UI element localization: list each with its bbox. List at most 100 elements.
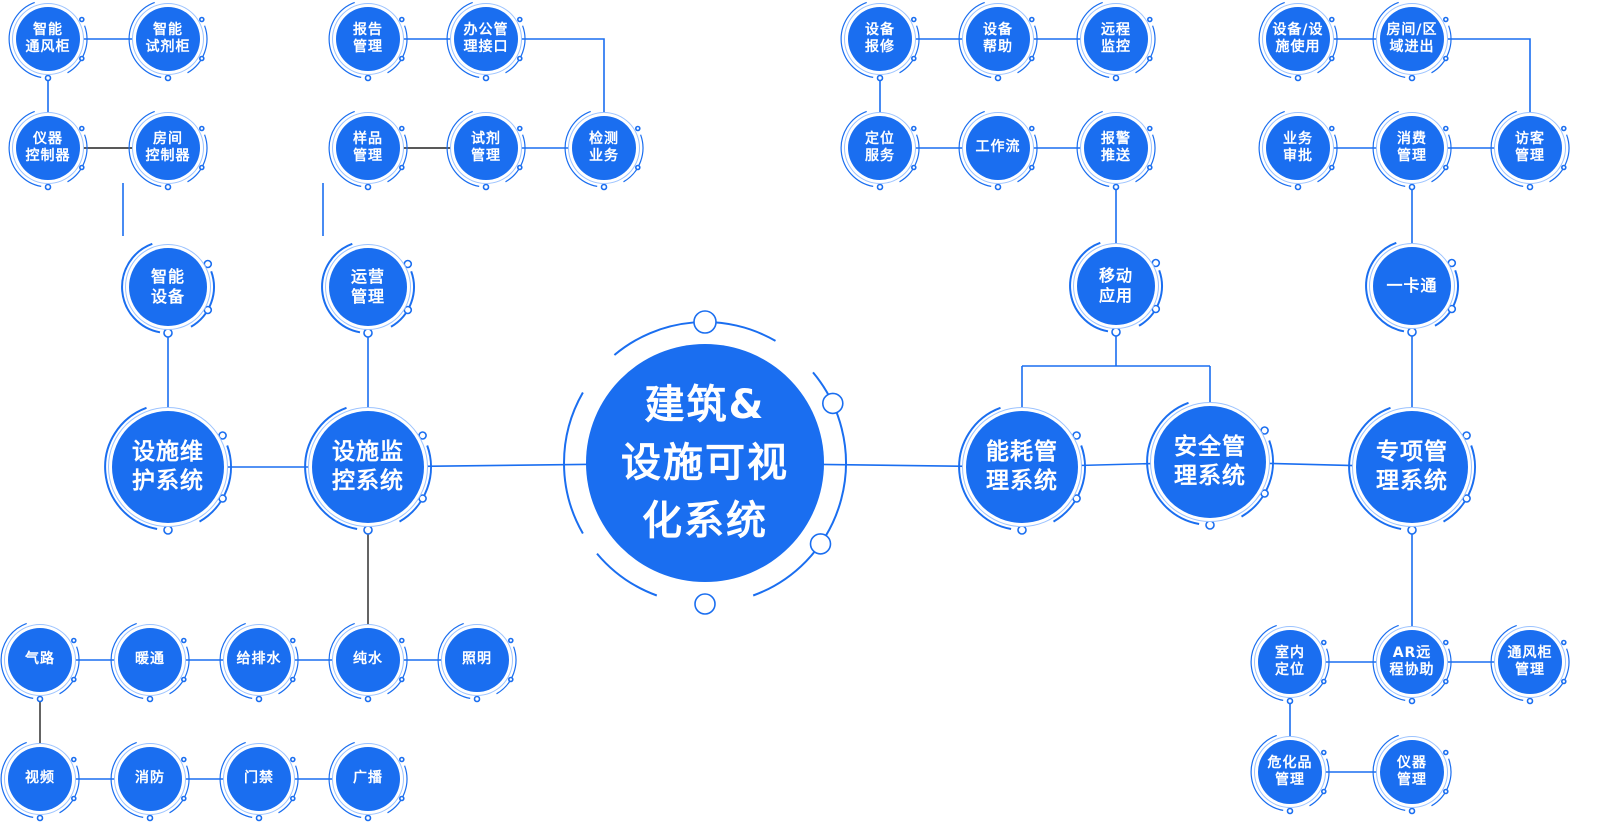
- node-label: 检测 业务: [589, 130, 619, 165]
- node-label: 给排水: [236, 651, 282, 668]
- node-label: 安全管 理系统: [1174, 434, 1246, 489]
- node-label: 定位 服务: [865, 130, 895, 165]
- node-label: 设施监 控系统: [332, 439, 404, 494]
- ring-center: [563, 310, 847, 615]
- ring-sswh: [104, 406, 232, 535]
- node-sp: 视频: [8, 747, 72, 811]
- node-label: 纯水: [353, 651, 383, 668]
- node-label: 专项管 理系统: [1376, 439, 1448, 494]
- node-label: 气路: [25, 651, 55, 668]
- node-gzl: 工作流: [966, 116, 1030, 180]
- ring-sjgl: [446, 110, 526, 191]
- node-ypgl: 样品 管理: [336, 116, 400, 180]
- node-label: 运营 管理: [350, 267, 385, 306]
- node-label: 能耗管 理系统: [986, 439, 1058, 494]
- node-label: 智能 通风柜: [25, 21, 71, 56]
- node-fkgl: 访客 管理: [1498, 116, 1562, 180]
- ring-gps: [219, 622, 299, 703]
- node-ssjk: 设施监 控系统: [312, 411, 424, 523]
- node-label: 照明: [462, 651, 492, 668]
- node-center: 建筑& 设施可视 化系统: [586, 344, 824, 582]
- node-ydyy: 移动 应用: [1077, 247, 1155, 325]
- ring-sndw: [1250, 624, 1330, 705]
- node-label: 访客 管理: [1515, 130, 1545, 165]
- node-sswh: 设施维 护系统: [112, 411, 224, 523]
- node-ql: 气路: [8, 628, 72, 692]
- node-nhgl: 能耗管 理系统: [966, 411, 1078, 523]
- ring-ykt: [1365, 241, 1459, 337]
- node-xf: 消防: [118, 747, 182, 811]
- node-arxz: AR远 程协助: [1380, 630, 1444, 694]
- ring-mj: [219, 741, 299, 822]
- node-sbbz: 设备 帮助: [966, 7, 1030, 71]
- node-dwfw: 定位 服务: [848, 116, 912, 180]
- node-fjjc: 房间/区 域进出: [1380, 7, 1444, 71]
- node-label: AR远 程协助: [1389, 644, 1435, 679]
- node-znsb: 智能 设备: [129, 248, 207, 326]
- node-gps: 给排水: [227, 628, 291, 692]
- ring-cs: [328, 622, 408, 703]
- ring-aqgl: [1146, 401, 1274, 530]
- node-yqkzq: 仪器 控制器: [16, 116, 80, 180]
- node-ycjk: 远程 监控: [1084, 7, 1148, 71]
- node-tfggl: 通风柜 管理: [1498, 630, 1562, 694]
- node-label: 设备 帮助: [983, 21, 1013, 56]
- node-xfgl: 消费 管理: [1380, 116, 1444, 180]
- node-zxgl: 专项管 理系统: [1356, 411, 1468, 523]
- ring-ywsp: [1258, 110, 1338, 191]
- connector-bgjk-jcyw: [518, 38, 605, 116]
- node-ywsp: 业务 审批: [1266, 116, 1330, 180]
- ring-dwfw: [840, 110, 920, 191]
- node-label: 一卡通: [1386, 276, 1438, 295]
- ring-sp: [0, 741, 80, 822]
- ring-yqgl: [1372, 734, 1452, 815]
- node-label: 智能 试剂柜: [145, 21, 191, 56]
- node-fjkzq: 房间 控制器: [136, 116, 200, 180]
- node-bjts: 报警 推送: [1084, 116, 1148, 180]
- node-label: 远程 监控: [1101, 21, 1131, 56]
- node-label: 报警 推送: [1101, 130, 1131, 165]
- node-ykt: 一卡通: [1373, 247, 1451, 325]
- node-aqgl: 安全管 理系统: [1154, 406, 1266, 518]
- node-label: 门禁: [244, 770, 274, 787]
- ring-bjts: [1076, 110, 1156, 191]
- node-label: 房间 控制器: [145, 130, 191, 165]
- ring-zntfg: [8, 1, 88, 82]
- ring-xfgl: [1372, 110, 1452, 191]
- node-label: 仪器 控制器: [25, 130, 71, 165]
- node-sjgl: 试剂 管理: [454, 116, 518, 180]
- node-label: 室内 定位: [1275, 644, 1305, 679]
- node-label: 移动 应用: [1098, 266, 1133, 305]
- ring-sbbx: [840, 1, 920, 82]
- node-whpgl: 危化品 管理: [1258, 740, 1322, 804]
- ring-sbsy: [1258, 1, 1338, 82]
- ring-gb: [328, 741, 408, 822]
- node-label: 工作流: [975, 139, 1021, 156]
- node-label: 通风柜 管理: [1507, 644, 1553, 679]
- ring-ydyy: [1069, 241, 1163, 337]
- ring-nhgl: [958, 406, 1086, 535]
- ring-yygl: [321, 242, 415, 338]
- node-nt: 暖通: [118, 628, 182, 692]
- ring-zxgl: [1348, 406, 1476, 535]
- connector-fjjc-fkgl: [1444, 38, 1531, 116]
- node-sndw: 室内 定位: [1258, 630, 1322, 694]
- ring-whpgl: [1250, 734, 1330, 815]
- node-label: 房间/区 域进出: [1386, 21, 1438, 56]
- node-label: 消费 管理: [1397, 130, 1427, 165]
- node-label: 仪器 管理: [1397, 754, 1427, 789]
- ring-arxz: [1372, 624, 1452, 705]
- node-label: 办公管 理接口: [463, 21, 509, 56]
- node-bggl: 报告 管理: [336, 7, 400, 71]
- node-label: 视频: [25, 770, 55, 787]
- node-yqgl: 仪器 管理: [1380, 740, 1444, 804]
- ring-bggl: [328, 1, 408, 82]
- node-label: 样品 管理: [353, 130, 383, 165]
- node-jcyw: 检测 业务: [572, 116, 636, 180]
- node-label: 业务 审批: [1283, 130, 1313, 165]
- node-label: 智能 设备: [150, 267, 185, 306]
- node-label: 设施维 护系统: [132, 439, 204, 494]
- ring-znsb: [121, 242, 215, 338]
